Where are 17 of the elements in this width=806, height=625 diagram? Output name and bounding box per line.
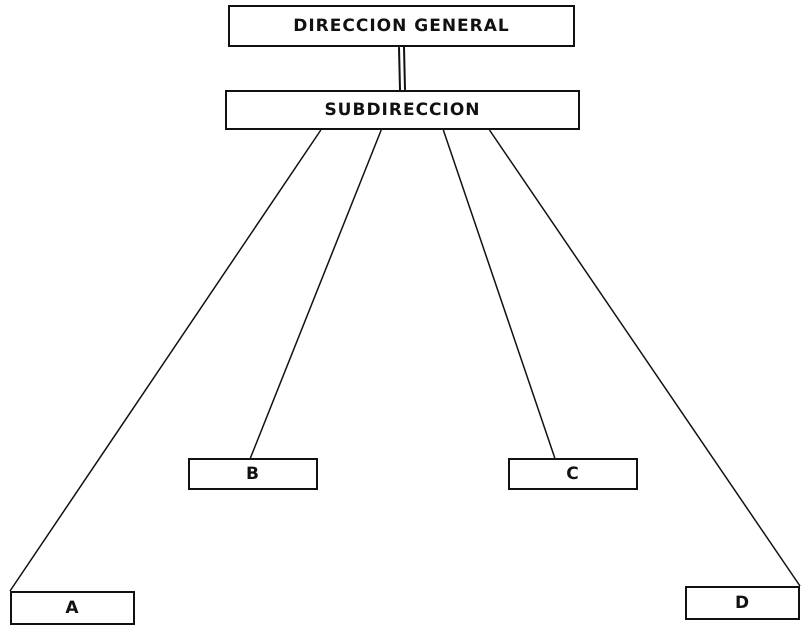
org-box bbox=[10, 591, 135, 625]
box-label: B bbox=[246, 464, 260, 484]
box-label: DIRECCION GENERAL bbox=[293, 16, 510, 36]
connector-line bbox=[442, 130, 556, 458]
connector-line bbox=[9, 130, 322, 592]
org-box bbox=[228, 5, 575, 47]
org-box bbox=[188, 458, 318, 490]
box-label: SUBDIRECCION bbox=[324, 100, 481, 120]
org-box bbox=[508, 458, 638, 490]
double-line bbox=[398, 46, 406, 90]
box-label: A bbox=[65, 598, 80, 618]
connector-line bbox=[488, 130, 801, 586]
org-box bbox=[685, 586, 800, 620]
box-label: C bbox=[566, 464, 580, 484]
org-box bbox=[225, 90, 580, 130]
connector-line bbox=[250, 130, 382, 458]
box-label: D bbox=[734, 593, 750, 613]
